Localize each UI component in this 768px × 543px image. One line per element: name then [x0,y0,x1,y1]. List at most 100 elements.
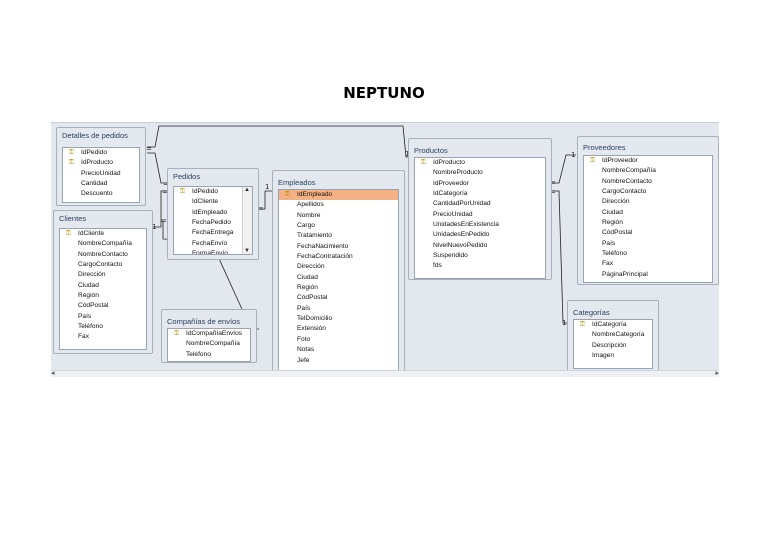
scroll-up-icon[interactable]: ▲ [244,187,250,193]
field-row[interactable]: Dirección [584,197,712,207]
field-row[interactable]: Descripción [574,341,652,351]
field-label: Jefe [297,356,310,364]
field-row[interactable]: Jefe [279,356,398,366]
field-row[interactable]: Cargo [279,221,398,231]
field-row[interactable]: ⚿IdCompañíaEnvíos [168,329,250,339]
field-row[interactable]: CódPostal [279,293,398,303]
field-row[interactable]: NombreContacto [584,177,712,187]
field-row[interactable]: TelDomicilio [279,314,398,324]
field-row[interactable]: Ciudad [60,281,146,291]
field-row[interactable]: Notas [279,345,398,355]
svg-text:=: = [162,188,168,196]
field-row[interactable]: Apellidos [279,200,398,210]
field-row[interactable]: ⚿IdPedido [174,187,252,197]
field-row[interactable]: CargoContacto [584,187,712,197]
field-row[interactable]: NombreContacto [60,250,146,260]
field-row[interactable]: PáginaPrincipal [584,270,712,280]
field-row[interactable]: Región [60,291,146,301]
field-row[interactable]: Suspendido [415,251,545,261]
field-row[interactable]: ⚿IdEmpleado [279,190,398,201]
table-detalles-de-pedidos[interactable]: Detalles de pedidos ⚿IdPedido⚿IdProducto… [56,127,146,206]
field-row[interactable]: Dirección [60,270,146,280]
field-row[interactable]: ⚿IdPedido [63,148,139,158]
field-row[interactable]: FechaContratación [279,252,398,262]
field-row[interactable]: Fax [60,332,146,342]
field-row[interactable]: fds [415,261,545,271]
field-row[interactable]: UnidadesEnPedido [415,230,545,240]
field-label: Descripción [592,341,627,349]
field-row[interactable]: Foto [279,335,398,345]
field-label: CantidadPorUnidad [433,200,491,208]
field-row[interactable]: CantidadPorUnidad [415,199,545,209]
field-row[interactable]: NivelNuevoPedido [415,241,545,251]
field-row[interactable]: Cantidad [63,179,139,189]
field-row[interactable]: Dirección [279,262,398,272]
field-label: NombreCompañía [602,167,656,175]
field-row[interactable]: NombreCategoría [574,330,652,340]
field-row[interactable]: FechaNacimiento [279,242,398,252]
field-row[interactable]: País [584,239,712,249]
field-row[interactable]: Teléfono [584,249,712,259]
field-row[interactable]: NombreProducto [415,168,545,178]
scroll-left-icon[interactable]: ◂ [51,370,55,377]
field-row[interactable]: PrecioUnidad [415,210,545,220]
field-row[interactable]: NombreCompañía [60,239,146,249]
field-row[interactable]: IdProveedor [415,179,545,189]
key-icon: ⚿ [421,159,426,166]
scroll-down-icon[interactable]: ▼ [244,248,250,254]
field-row[interactable]: NombreCompañía [584,166,712,176]
field-row[interactable]: IdEmpleado [174,208,252,218]
field-row[interactable]: FormaEnvío [174,249,252,254]
field-row[interactable]: ⚿IdCliente [60,229,146,239]
field-row[interactable]: Tratamiento [279,231,398,241]
field-row[interactable]: CódPostal [60,301,146,311]
field-label: Fax [602,260,613,268]
field-row[interactable]: Fax [584,259,712,269]
field-row[interactable]: Imagen [574,351,652,361]
scroll-right-icon[interactable]: ▸ [715,370,719,377]
field-row[interactable]: ⚿IdProveedor [584,156,712,166]
field-row[interactable]: Región [584,218,712,228]
field-row[interactable]: ⚿IdCategoría [574,320,652,330]
field-row[interactable]: País [279,304,398,314]
field-row[interactable]: ⚿IdProducto [415,158,545,168]
field-row[interactable]: PrecioUnidad [63,169,139,179]
vertical-scrollbar[interactable]: ▲ ▼ [242,187,252,254]
field-row[interactable]: CargoContacto [60,260,146,270]
field-row[interactable]: UnidadesEnExistencia [415,220,545,230]
field-row[interactable]: Descuento [63,189,139,199]
key-icon: ⚿ [580,321,585,328]
field-row[interactable]: IdCliente [174,197,252,207]
field-row[interactable]: Región [279,283,398,293]
field-row[interactable]: Ciudad [279,273,398,283]
field-row[interactable]: País [60,312,146,322]
field-row[interactable]: Teléfono [60,322,146,332]
field-row[interactable]: CódPostal [584,228,712,238]
field-row[interactable]: Nombre [279,211,398,221]
field-row[interactable]: FechaPedido [174,218,252,228]
field-row[interactable]: ⚿IdProducto [63,158,139,168]
field-row[interactable]: Teléfono [168,350,250,360]
field-row[interactable]: FechaEntrega [174,228,252,238]
field-row[interactable]: NombreCompañía [168,339,250,349]
field-row[interactable]: FechaEnvío [174,239,252,249]
field-row[interactable]: Extensión [279,324,398,334]
field-row[interactable]: Ciudad [584,208,712,218]
horizontal-scrollbar[interactable]: ◂ ▸ [51,370,719,377]
field-row[interactable]: IdCategoría [415,189,545,199]
